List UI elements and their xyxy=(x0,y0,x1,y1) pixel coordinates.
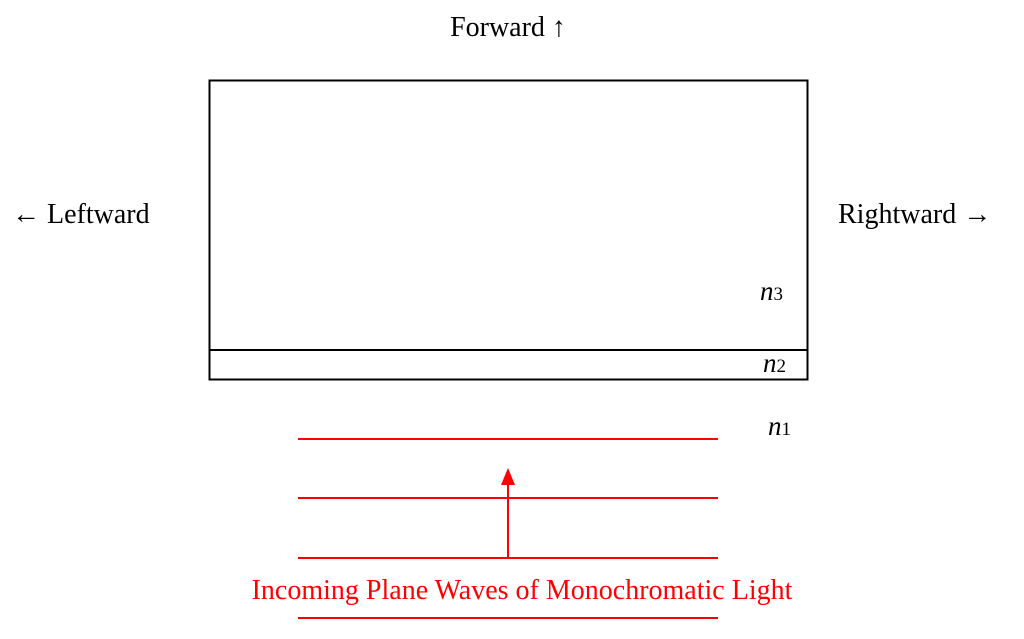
propagation-arrow-icon xyxy=(501,468,515,485)
n1-label: n1 xyxy=(768,411,791,441)
forward-label: Forward ↑ xyxy=(450,12,566,43)
leftward-label: ← Leftward xyxy=(12,199,150,230)
rightward-label: Rightward → xyxy=(838,199,991,230)
n3-label: n3 xyxy=(760,276,783,306)
caption: Incoming Plane Waves of Monochromatic Li… xyxy=(252,575,793,606)
plane-wavefronts xyxy=(298,438,718,619)
n2-label: n2 xyxy=(763,348,786,378)
medium-n3-block xyxy=(208,79,809,381)
